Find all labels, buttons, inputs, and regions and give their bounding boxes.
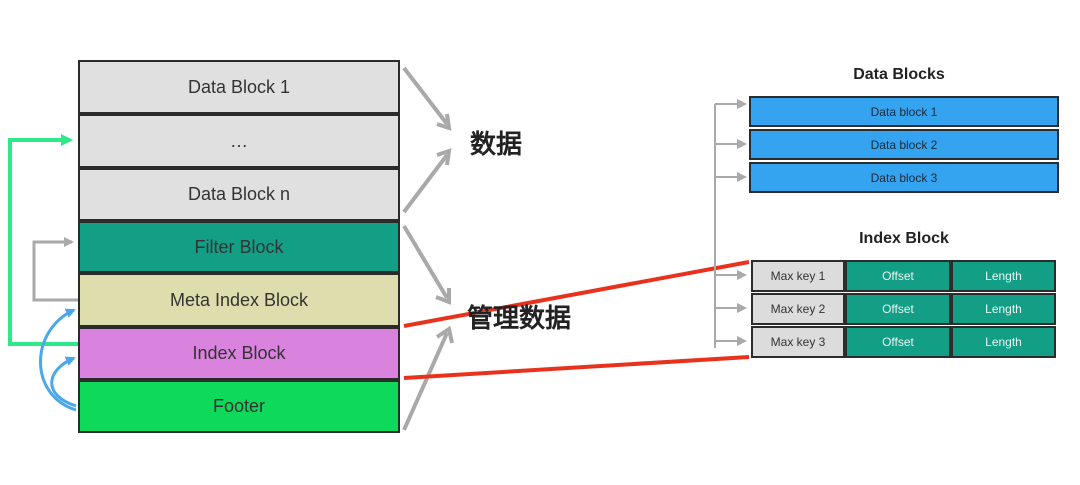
management-arrows: [402, 224, 454, 431]
blue-footer-meta-arrow: [39, 308, 77, 412]
index-offset: Offset: [845, 293, 951, 325]
index-max-key: Max key 1: [751, 260, 845, 292]
index-block-title: Index Block: [859, 230, 949, 247]
index-length: Length: [951, 326, 1056, 358]
data-block-n: Data Block n: [78, 168, 400, 221]
meta-index-block: Meta Index Block: [78, 273, 400, 327]
red-connector-bottom: [403, 355, 750, 380]
index-to-data-arrows: [714, 99, 747, 348]
blue-footer-index-arrow: [50, 356, 77, 408]
index-max-key: Max key 3: [751, 326, 845, 358]
data-block-1: Data Block 1: [78, 60, 400, 114]
footer-block: Footer: [78, 380, 400, 433]
management-data-label: 管理数据: [467, 304, 572, 334]
arrow-data-block-1: [402, 66, 449, 126]
filter-block: Filter Block: [78, 221, 400, 273]
gray-meta-arrow: [32, 237, 78, 302]
data-label: 数据: [470, 130, 523, 160]
red-connector-top: [403, 260, 750, 328]
arrow-footer: [402, 332, 449, 431]
arrow-filter-block: [402, 224, 449, 300]
data-block-row: Data block 2: [749, 129, 1059, 160]
index-offset: Offset: [845, 326, 951, 358]
index-offset: Offset: [845, 260, 951, 292]
data-block-ellipsis: …: [78, 114, 400, 168]
index-max-key: Max key 2: [751, 293, 845, 325]
index-block: Index Block: [78, 327, 400, 380]
index-length: Length: [951, 260, 1056, 292]
data-arrows: [402, 66, 452, 214]
data-blocks-title: Data Blocks: [853, 66, 945, 83]
arrow-data-block-n: [402, 153, 449, 214]
data-block-row: Data block 3: [749, 162, 1059, 193]
data-block-row: Data block 1: [749, 96, 1059, 127]
index-length: Length: [951, 293, 1056, 325]
